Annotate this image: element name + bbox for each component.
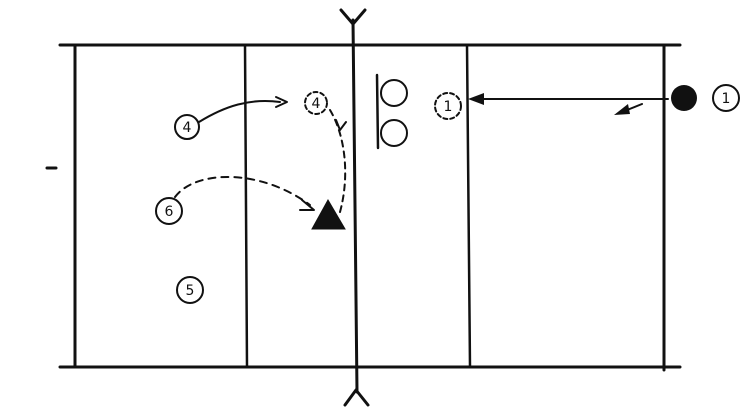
player-5: 5	[176, 276, 204, 304]
player-1-server: 1	[712, 84, 740, 112]
fork-icon-bottom	[343, 388, 370, 407]
player-1-server-label: 1	[722, 91, 731, 107]
player-4-start-label: 4	[183, 120, 192, 136]
player-4-start-circle	[174, 114, 200, 140]
player-5-circle	[176, 276, 204, 304]
player-4-move-arrow	[198, 96, 288, 123]
player-4-end: 4	[304, 91, 328, 115]
player-6-move-arrow	[174, 175, 315, 211]
player-1-ghost: 1	[434, 92, 462, 120]
player-1-server-circle	[712, 84, 740, 112]
blocker-circle-top	[380, 79, 408, 107]
player-1-ghost-circle	[434, 92, 462, 120]
attack-line-left	[243, 43, 249, 369]
player-4-end-label: 4	[312, 96, 321, 112]
serve-arrow	[468, 93, 669, 105]
player-1-ghost-label: 1	[444, 99, 453, 115]
player-6-label: 6	[165, 204, 174, 220]
net-line	[351, 18, 359, 394]
attack-line-right	[465, 43, 472, 369]
player-6-circle	[155, 197, 183, 225]
player-4-end-circle	[304, 91, 328, 115]
filled-circle-icon	[671, 85, 697, 111]
blocker-circle-bottom	[380, 119, 408, 147]
server-spin-arrow	[614, 103, 643, 115]
filled-triangle-icon	[311, 198, 346, 230]
player-4-start: 4	[174, 114, 200, 140]
player-6: 6	[155, 197, 183, 225]
court	[45, 43, 682, 372]
blocker-icons	[375, 73, 408, 150]
player-5-label: 5	[186, 283, 195, 299]
net	[339, 8, 370, 407]
player-4-approach-arrow	[329, 109, 347, 213]
blocker-bar	[375, 73, 380, 150]
fork-icon-top	[339, 8, 367, 26]
